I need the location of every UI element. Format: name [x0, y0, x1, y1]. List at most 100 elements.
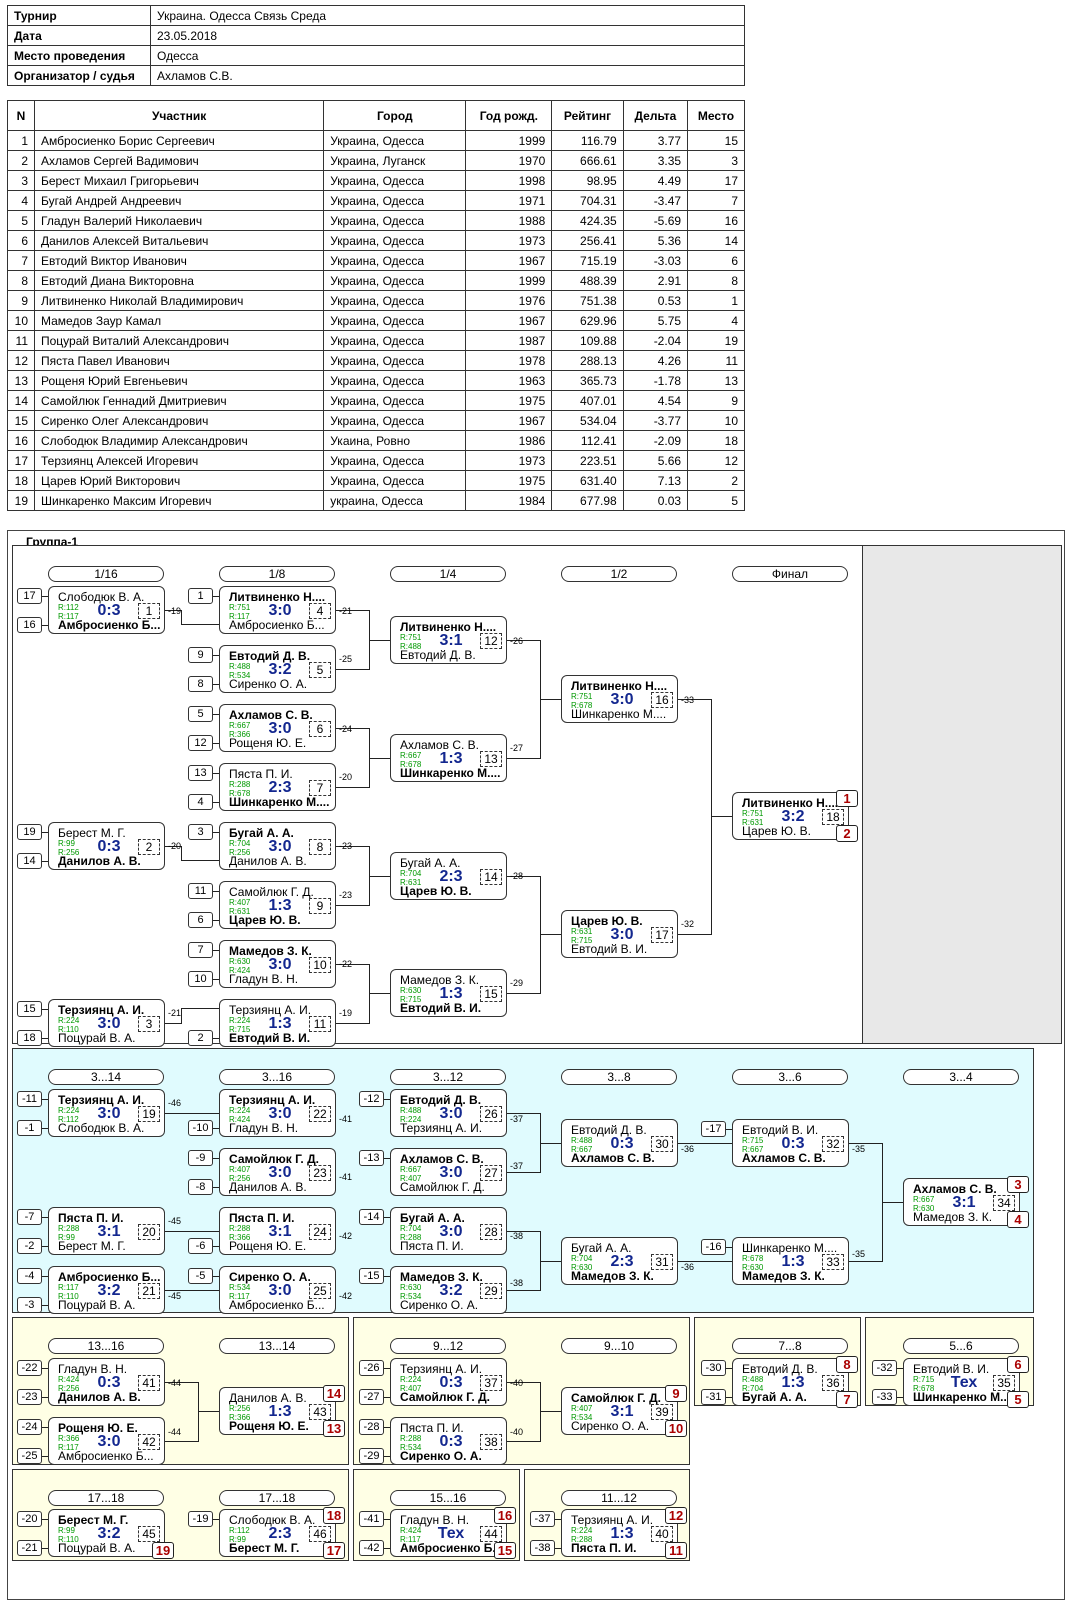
participant-cell: -5.69 — [622, 210, 689, 231]
match-score: 3:0 — [610, 691, 634, 708]
final-place-badge: 6 — [1007, 1356, 1029, 1373]
match-number: 26 — [480, 1106, 502, 1122]
final-place-badge: 3 — [1007, 1176, 1029, 1193]
seed-line — [213, 1246, 219, 1247]
participant-cell: 1999 — [465, 130, 553, 151]
participant-cell: 223.51 — [551, 450, 624, 471]
match-number: 32 — [822, 1136, 844, 1152]
player-two-rating: R:366 — [229, 1233, 251, 1242]
player-one: Евтодий Д. В. — [742, 1362, 818, 1376]
participant-cell: 18 — [687, 430, 745, 451]
round-label: 1/16 — [48, 566, 164, 582]
player-one-rating: R:704 — [400, 1224, 422, 1233]
participant-cell: 12 — [7, 350, 35, 371]
final-place-badge: 16 — [494, 1507, 516, 1524]
loser-reference: -46 — [168, 1098, 182, 1108]
seed-line — [42, 832, 48, 833]
participant-cell: 1963 — [465, 370, 553, 391]
player-two: Берест М. Г. — [229, 1541, 300, 1555]
participant-cell: 1971 — [465, 190, 553, 211]
match-score: 3:1 — [610, 1403, 634, 1420]
match-number: 2 — [138, 839, 160, 855]
player-one: Ахламов С. В. — [400, 1152, 484, 1166]
player-two: Слободюк В. А. — [58, 1121, 145, 1135]
seed-line — [384, 1397, 390, 1398]
player-two-rating: R:112 — [58, 1115, 79, 1124]
participant-cell: 4.49 — [622, 170, 689, 191]
participant-cell: 488.39 — [551, 270, 624, 291]
player-one: Мамедов З. К. — [229, 944, 312, 958]
player-one: Гладун В. Н. — [58, 1362, 128, 1376]
player-one: Литвиненко Н.... — [229, 590, 326, 604]
seed-line — [213, 714, 219, 715]
player-two: Амбросиенко Б... — [229, 1298, 325, 1312]
connector-line — [507, 1441, 540, 1442]
participant-cell: Украина, Одесса — [323, 210, 467, 231]
player-one-rating: R:488 — [742, 1375, 764, 1384]
seed-line — [384, 1368, 390, 1369]
connector-line — [165, 610, 181, 611]
column-header: Год рожд. — [465, 100, 553, 131]
player-two-rating: R:667 — [571, 1145, 593, 1154]
connector-line — [507, 1172, 540, 1173]
player-two-rating: R:117 — [229, 612, 250, 621]
player-two: Царев Ю. В. — [400, 884, 472, 898]
match-score: 1:3 — [268, 1015, 292, 1032]
player-two-rating: R:631 — [742, 818, 764, 827]
match-score: 3:2 — [439, 1282, 463, 1299]
match-score: 3:2 — [781, 808, 805, 825]
participant-cell: 1976 — [465, 290, 553, 311]
match-score: 3:2 — [97, 1282, 121, 1299]
participant-cell: Украина, Одесса — [323, 330, 467, 351]
seed-line — [726, 1368, 732, 1369]
connector-line — [336, 728, 369, 729]
participant-cell: 1984 — [465, 490, 553, 511]
seed-box: 1 — [188, 588, 213, 604]
final-place-badge: 11 — [665, 1542, 687, 1559]
seed-line — [213, 802, 219, 803]
connector-line — [507, 758, 540, 759]
seed-box: -13 — [359, 1150, 384, 1166]
final-place-badge: 5 — [1007, 1391, 1029, 1408]
participant-cell: 98.95 — [551, 170, 624, 191]
participant-cell: 112.41 — [551, 430, 624, 451]
seed-box: 13 — [188, 765, 213, 781]
seed-box: -10 — [188, 1120, 213, 1136]
participant-cell: 1975 — [465, 390, 553, 411]
match-number: 6 — [309, 721, 331, 737]
seed-line — [213, 891, 219, 892]
seed-line — [384, 1548, 390, 1549]
round-label: 1/8 — [219, 566, 335, 582]
participant-cell: 9 — [687, 390, 745, 411]
match-number: 15 — [480, 986, 502, 1002]
participant-cell: 116.79 — [551, 130, 624, 151]
participant-cell: 17 — [687, 170, 745, 191]
seed-line — [42, 1368, 48, 1369]
player-two-rating: R:667 — [742, 1145, 764, 1154]
match-score: 3:0 — [439, 1223, 463, 1240]
seed-box: 9 — [188, 647, 213, 663]
round-label: 13...14 — [219, 1338, 335, 1354]
loser-reference: -38 — [510, 1278, 524, 1288]
final-place-badge: 9 — [665, 1385, 687, 1402]
column-header: Дельта — [622, 100, 689, 131]
player-two: Амбросиенко Б... — [58, 618, 161, 632]
player-two-rating: R:407 — [400, 1384, 422, 1393]
player-two: Данилов А. В. — [229, 854, 307, 868]
player-one-rating: R:224 — [229, 1016, 251, 1025]
round-label: 9...12 — [390, 1338, 506, 1354]
participant-cell: Украина, Одесса — [323, 310, 467, 331]
player-one-rating: R:256 — [229, 1404, 251, 1413]
match-number: 33 — [822, 1254, 844, 1270]
match-number: 20 — [138, 1224, 160, 1240]
seed-box: -12 — [359, 1091, 384, 1107]
player-two-rating: R:256 — [229, 1174, 251, 1183]
player-one-rating: R:715 — [913, 1375, 935, 1384]
round-label: 11...12 — [561, 1490, 677, 1506]
seed-box: -5 — [188, 1268, 213, 1284]
